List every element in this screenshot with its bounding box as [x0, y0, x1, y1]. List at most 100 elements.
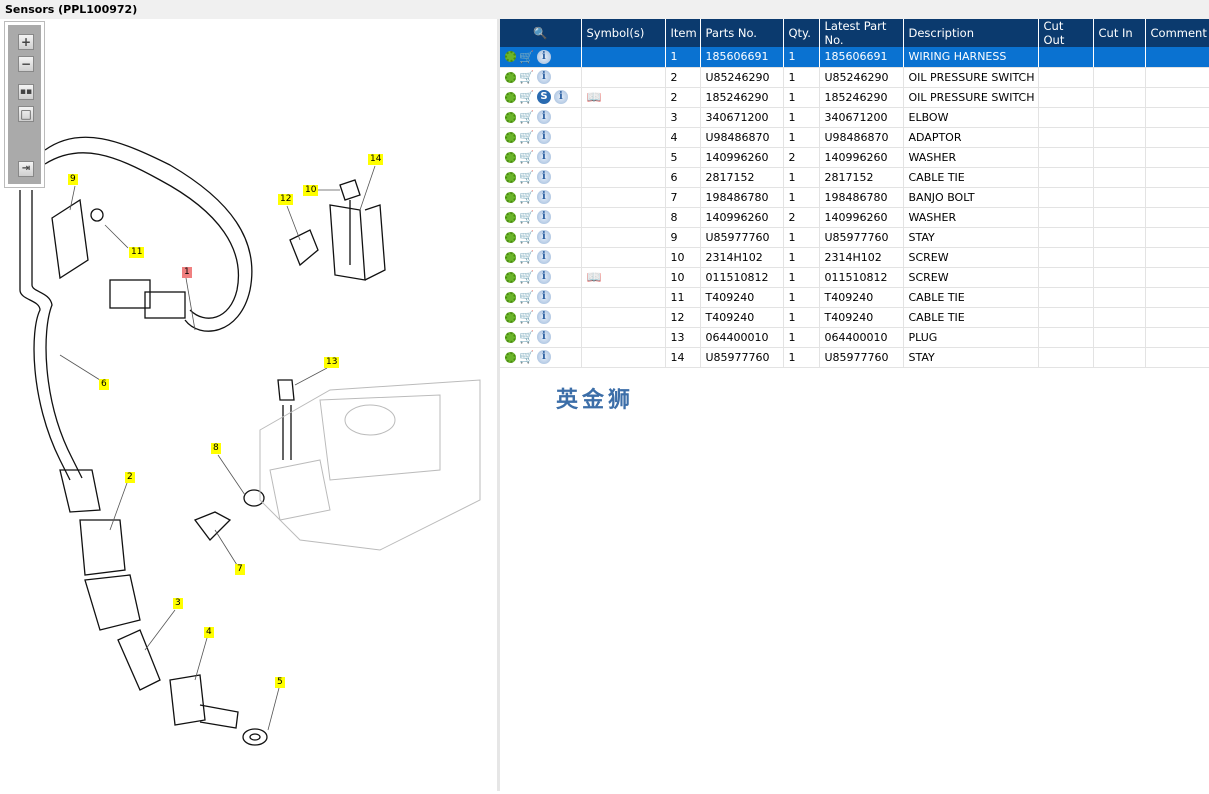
cart-icon[interactable]: 🛒: [519, 49, 534, 64]
info-icon[interactable]: i: [536, 130, 551, 144]
gear-icon[interactable]: [505, 211, 516, 223]
col-latest-part-no[interactable]: Latest Part No.: [819, 19, 904, 47]
cart-icon[interactable]: 🛒: [519, 190, 534, 204]
info-icon[interactable]: i: [536, 330, 551, 344]
cart-icon[interactable]: 🛒: [519, 350, 534, 364]
search-parts-icon[interactable]: 🔍: [500, 19, 582, 47]
col-parts-no[interactable]: Parts No.: [700, 19, 784, 47]
gear-icon[interactable]: [505, 271, 516, 283]
gear-icon[interactable]: [505, 51, 516, 63]
callout-10[interactable]: 10: [303, 185, 319, 196]
gear-icon[interactable]: [505, 71, 516, 83]
callout-8[interactable]: 8: [211, 443, 221, 454]
gear-icon[interactable]: [505, 231, 516, 243]
callout-2[interactable]: 2: [125, 472, 135, 483]
cart-icon[interactable]: 🛒: [519, 110, 534, 124]
gear-icon[interactable]: [505, 171, 516, 183]
fit-all-button[interactable]: ▪▪: [18, 84, 34, 100]
cart-icon[interactable]: 🛒: [519, 230, 534, 244]
callout-5[interactable]: 5: [275, 677, 285, 688]
col-cut-out[interactable]: Cut Out: [1038, 19, 1094, 47]
cart-icon[interactable]: 🛒: [519, 130, 534, 144]
gear-icon[interactable]: [505, 131, 516, 143]
cart-icon[interactable]: 🛒: [519, 150, 534, 164]
callout-14[interactable]: 14: [368, 154, 384, 165]
cart-icon[interactable]: 🛒: [519, 290, 534, 304]
zoom-in-button[interactable]: +: [18, 34, 34, 50]
cart-icon[interactable]: 🛒: [519, 270, 534, 284]
callout-6[interactable]: 6: [99, 379, 109, 390]
cart-icon[interactable]: 🛒: [519, 210, 534, 224]
fit-window-button[interactable]: □: [18, 106, 34, 122]
gear-icon[interactable]: [505, 291, 516, 303]
col-qty[interactable]: Qty.: [783, 19, 820, 47]
info-icon[interactable]: i: [536, 110, 551, 124]
callout-4[interactable]: 4: [204, 627, 214, 638]
pane-splitter[interactable]: [497, 19, 500, 791]
toggle-list-button[interactable]: ⇥: [18, 161, 34, 177]
cart-icon[interactable]: 🛒: [519, 310, 534, 324]
info-icon[interactable]: i: [536, 250, 551, 264]
zoom-out-button[interactable]: −: [18, 56, 34, 72]
gear-icon[interactable]: [505, 111, 516, 123]
latest-cell: 2314H102: [819, 247, 904, 268]
cart-icon[interactable]: 🛒: [519, 90, 534, 104]
callout-12[interactable]: 12: [278, 194, 294, 205]
gear-icon[interactable]: [505, 331, 516, 343]
callout-7[interactable]: 7: [235, 564, 245, 575]
book-search-icon[interactable]: 📖: [586, 90, 602, 104]
info-icon[interactable]: i: [536, 170, 551, 184]
info-icon[interactable]: i: [536, 190, 551, 204]
cart-icon[interactable]: 🛒: [519, 70, 534, 84]
book-search-icon[interactable]: 📖: [586, 270, 602, 284]
gear-icon[interactable]: [505, 191, 516, 203]
gear-icon[interactable]: [505, 151, 516, 163]
info-icon[interactable]: i: [536, 210, 551, 224]
info-icon[interactable]: i: [536, 70, 551, 84]
info-icon[interactable]: i: [536, 49, 551, 64]
gear-icon[interactable]: [505, 351, 516, 363]
col-comment[interactable]: Comment: [1145, 19, 1209, 47]
callout-11[interactable]: 11: [129, 247, 145, 258]
callout-3[interactable]: 3: [173, 598, 183, 609]
cart-icon[interactable]: 🛒: [519, 250, 534, 264]
col-symbols[interactable]: Symbol(s): [581, 19, 666, 47]
cart-icon[interactable]: 🛒: [519, 330, 534, 344]
info-icon[interactable]: i: [536, 350, 551, 364]
col-cut-in[interactable]: Cut In: [1093, 19, 1146, 47]
cart-icon[interactable]: 🛒: [519, 170, 534, 184]
col-item[interactable]: Item: [665, 19, 701, 47]
parts-diagram[interactable]: 9 11 1 12 10 14 6 13 2 8 7 3 4 5: [0, 19, 497, 791]
info-icon[interactable]: i: [536, 230, 551, 244]
callout-13[interactable]: 13: [324, 357, 340, 368]
info-icon[interactable]: i: [536, 310, 551, 324]
comment-cell: [1145, 127, 1209, 148]
callout-9[interactable]: 9: [68, 174, 78, 185]
s-icon[interactable]: S: [536, 90, 551, 104]
info-icon[interactable]: i: [536, 150, 551, 164]
col-description[interactable]: Description: [903, 19, 1039, 47]
info-icon[interactable]: i: [553, 90, 568, 104]
callout-1[interactable]: 1: [182, 267, 192, 278]
gear-icon[interactable]: [505, 251, 516, 263]
info-icon[interactable]: i: [536, 290, 551, 304]
gear-icon[interactable]: [505, 91, 516, 103]
gear-icon[interactable]: [505, 311, 516, 323]
info-icon[interactable]: i: [536, 270, 551, 284]
